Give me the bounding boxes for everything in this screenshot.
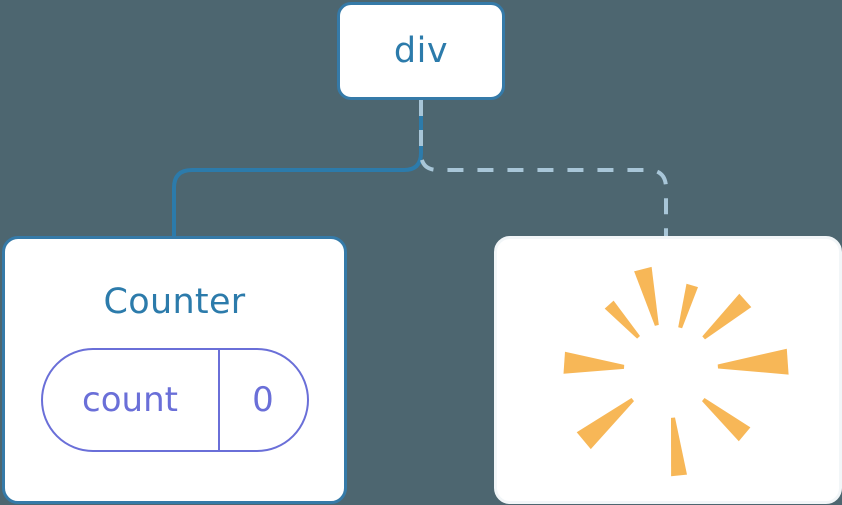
burst-ray-2 [604,300,640,339]
state-pill-divider [217,350,220,450]
state-value-label: 0 [252,380,274,420]
burst-ray-0 [634,266,659,326]
burst-ray-5 [717,348,789,375]
burst-ray-6 [576,398,634,450]
burst-ray-4 [563,351,625,374]
burst-ray-3 [702,293,752,340]
edge-div-to-counter [172,98,423,240]
node-div[interactable]: div [337,2,505,100]
state-key-label: count [82,380,178,420]
burst-ray-1 [678,283,698,329]
node-div-label: div [393,30,449,71]
node-render-burst[interactable] [494,236,842,504]
edge-div-to-burst [419,100,668,238]
node-counter-label: Counter [103,282,246,322]
sparkle-burst-icon [563,266,789,477]
burst-ray-7 [702,398,751,442]
node-counter[interactable]: Counter count 0 [2,236,347,504]
state-pill-count[interactable]: count 0 [40,348,309,452]
burst-ray-8 [671,417,687,477]
